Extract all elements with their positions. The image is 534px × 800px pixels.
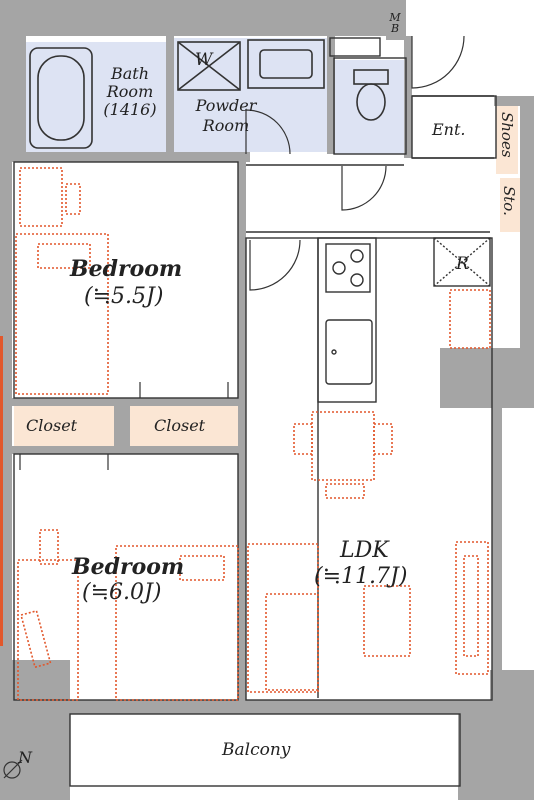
- closet-right-area: [130, 406, 240, 446]
- closet-left-area: [14, 406, 114, 446]
- washer-box: [177, 41, 241, 91]
- bedroom1-area: (≒5.5J): [84, 284, 164, 309]
- bath-room-area: [26, 42, 168, 152]
- shoes-area: [496, 106, 518, 174]
- powder-room-label: Powder Room: [195, 96, 257, 135]
- closet-right-label: Closet: [154, 416, 206, 435]
- refrigerator-label: R: [456, 254, 469, 274]
- washer-label: W: [195, 50, 213, 70]
- ldk-area: (≒11.7J): [314, 564, 408, 589]
- edge-marker: [0, 336, 3, 646]
- furniture: [15, 167, 491, 701]
- door-swings: [19, 35, 465, 470]
- balcony-label: Balcony: [222, 740, 291, 760]
- closet-left-label: Closet: [26, 416, 78, 435]
- bedroom1-name: Bedroom: [70, 256, 183, 282]
- ldk-name: LDK: [340, 538, 389, 563]
- compass-label: N: [18, 748, 32, 767]
- bath-room-label: Bath Room (1416): [103, 64, 157, 119]
- kitchen-sink: [325, 319, 373, 385]
- toilet: [353, 69, 389, 121]
- compass: [3, 759, 23, 779]
- storage-label: Sto.: [500, 186, 518, 216]
- toilet-area: [334, 60, 406, 154]
- stove: [325, 243, 371, 293]
- basin: [247, 39, 325, 89]
- entrance-label: Ent.: [432, 120, 466, 139]
- bedroom2-area: (≒6.0J): [82, 580, 162, 605]
- shoes-label: Shoes: [498, 112, 516, 158]
- bedroom2-name: Bedroom: [72, 554, 185, 580]
- storage-area: [500, 178, 520, 232]
- bathtub: [29, 47, 93, 149]
- mb-label: M B: [389, 11, 401, 35]
